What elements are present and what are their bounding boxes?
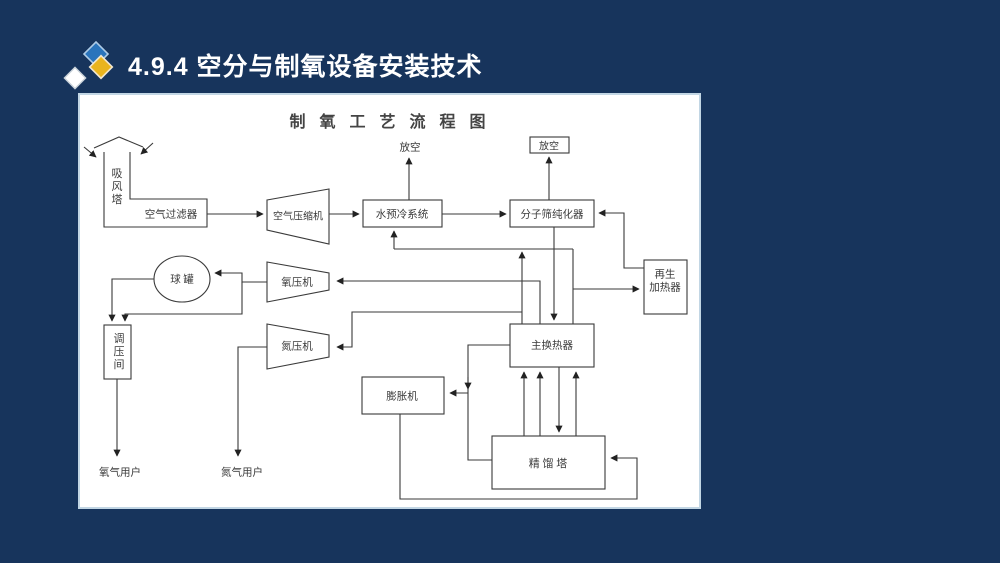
intake-arrow-right <box>140 142 154 155</box>
expander-label: 膨胀机 <box>386 391 418 403</box>
line-nitrocompressor-to-users <box>234 346 267 457</box>
line-oxygen-to-room <box>121 282 243 322</box>
suction-tower-roof <box>93 136 144 149</box>
line-exchanger-to-nitrocompressor <box>336 311 522 351</box>
nitrogen-users-label: 氮气用户 <box>221 467 263 479</box>
air-compressor-shape <box>266 188 330 245</box>
vent-box <box>529 136 570 154</box>
line-tank-to-room <box>108 278 154 322</box>
oxygen-compressor-shape <box>266 261 330 303</box>
line-expander-to-column-right <box>399 414 638 500</box>
line-exchanger-to-oxycompressor <box>336 277 541 324</box>
line-heater-to-sieve <box>598 209 644 269</box>
line-oxycompressor-to-tank <box>214 269 267 283</box>
vent-top-label: 放空 <box>399 142 421 154</box>
distillation-column-label: 精 馏 塔 <box>528 458 568 470</box>
molecular-sieve-label: 分子筛纯化器 <box>520 209 584 221</box>
page-title: 4.9.4 空分与制氧设备安装技术 <box>128 53 483 81</box>
logo-diamond-gold <box>88 54 114 80</box>
logo <box>63 40 114 90</box>
oxygen-users-label: 氧气用户 <box>99 467 141 479</box>
flow-diagram-canvas <box>83 136 688 500</box>
pressure-room-label: 调压间 <box>112 332 124 372</box>
nitrogen-compressor-label: 氮压机 <box>281 341 313 353</box>
air-filter-label: 空气过滤器 <box>144 209 198 221</box>
flow-diagram-panel: 制 氧 工 艺 流 程 图 吸风塔 空气过滤器 空气压缩机 水预冷系统 放空 放… <box>78 93 701 509</box>
ball-tank-label: 球 罐 <box>170 274 194 286</box>
expander-box <box>361 376 445 415</box>
suction-tower-label: 吸风塔 <box>110 167 122 207</box>
nitrogen-compressor-shape <box>266 323 330 370</box>
air-filter-duct <box>103 152 208 228</box>
oxygen-compressor-label: 氧压机 <box>281 277 313 289</box>
intake-arrow-left <box>83 146 97 158</box>
molecular-sieve-box <box>509 199 595 228</box>
distillation-column-box <box>491 435 606 490</box>
diagram-title: 制 氧 工 艺 流 程 图 <box>289 114 491 131</box>
air-compressor-label: 空气压缩机 <box>273 211 323 223</box>
regen-heater-label-line2: 加热器 <box>649 282 681 294</box>
regen-heater-label-line1: 再生 <box>654 269 676 281</box>
logo-diamond-white <box>63 66 87 90</box>
line-exchanger-to-column-left <box>467 344 510 461</box>
main-exchanger-label: 主换热器 <box>531 340 573 352</box>
regen-heater-box <box>643 259 688 315</box>
water-precool-label: 水预冷系统 <box>375 209 429 221</box>
vent-box-label: 放空 <box>539 141 559 153</box>
